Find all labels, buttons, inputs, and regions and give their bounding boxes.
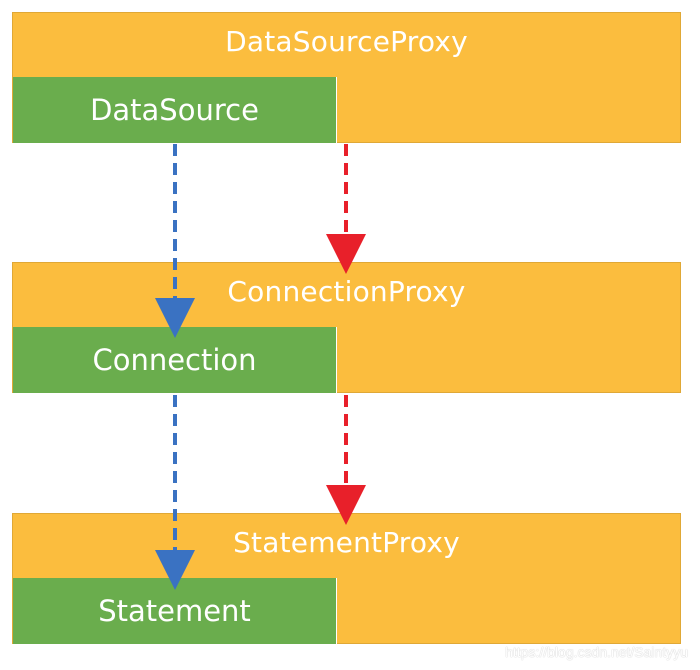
watermark-text: https://blog.csdn.net/Saintyyu — [505, 644, 688, 660]
datasource-box: DataSource — [13, 77, 337, 143]
connection-label: Connection — [92, 343, 257, 377]
datasource-proxy-label: DataSourceProxy — [225, 25, 468, 58]
statement-label: Statement — [98, 594, 251, 628]
statement-proxy-label: StatementProxy — [233, 526, 460, 559]
connection-proxy-label: ConnectionProxy — [227, 275, 466, 308]
connection-box: Connection — [13, 327, 337, 393]
statement-proxy-box: StatementProxy Statement — [12, 513, 681, 644]
connection-proxy-box: ConnectionProxy Connection — [12, 262, 681, 393]
datasource-label: DataSource — [90, 93, 259, 127]
datasource-proxy-box: DataSourceProxy DataSource — [12, 12, 681, 143]
statement-box: Statement — [13, 578, 337, 644]
